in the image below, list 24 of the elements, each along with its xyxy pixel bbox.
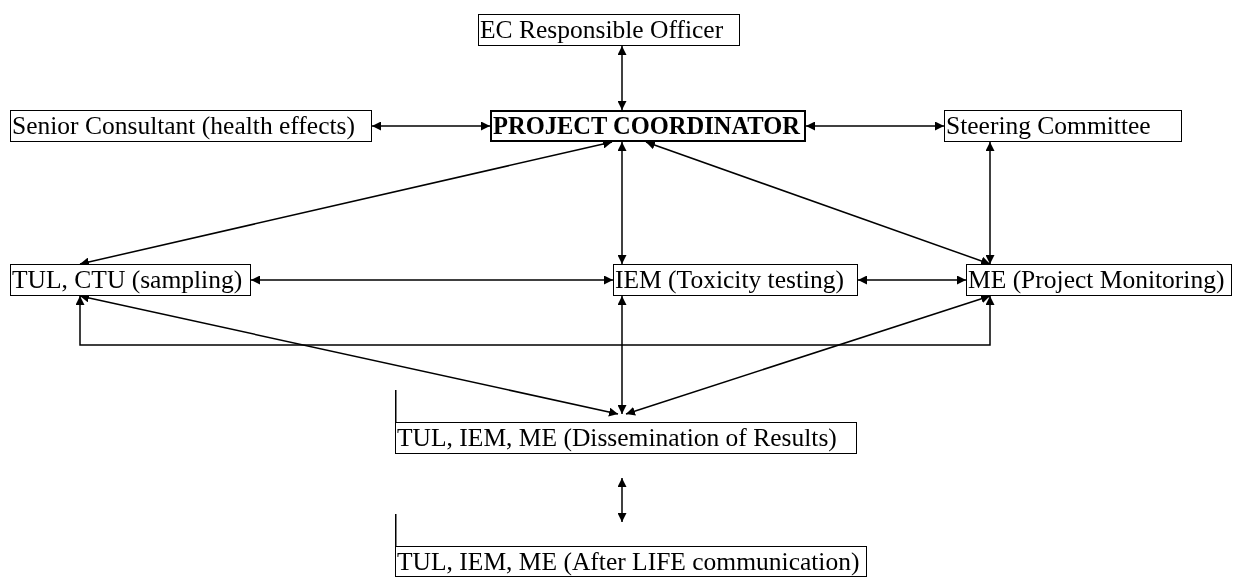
double-arrow: [617, 141, 627, 265]
double-arrow: [250, 275, 614, 285]
double-arrow: [805, 121, 945, 131]
unit-name: PROJECT COORDINATOR: [493, 112, 800, 139]
unit-name: Senior Consultant (health effects): [12, 111, 355, 140]
double-arrow: [857, 275, 967, 285]
double-arrow: [75, 295, 995, 346]
unit-name: TUL, CTU (sampling): [12, 265, 243, 294]
org-unit-box: [944, 110, 1182, 142]
unit-name: EC Responsible Officer: [480, 15, 724, 44]
org-unit-box: [490, 110, 806, 142]
unit-name: TUL, IEM, ME (Dissemination of Results): [397, 423, 837, 452]
double-arrow: [985, 141, 995, 265]
unit-name: Steering Committee: [946, 111, 1151, 140]
unit-name: IEM (Toxicity testing): [615, 265, 845, 294]
double-arrow: [617, 45, 627, 111]
double-arrow: [617, 477, 627, 523]
double-arrow: [617, 295, 627, 415]
unit-name: TUL, IEM, ME (After LIFE communication): [397, 547, 860, 576]
unit-name: ME (Project Monitoring): [968, 265, 1225, 294]
double-arrow: [645, 140, 991, 266]
double-arrow: [625, 294, 991, 416]
double-arrow: [371, 121, 491, 131]
org-unit-box: [478, 14, 740, 46]
